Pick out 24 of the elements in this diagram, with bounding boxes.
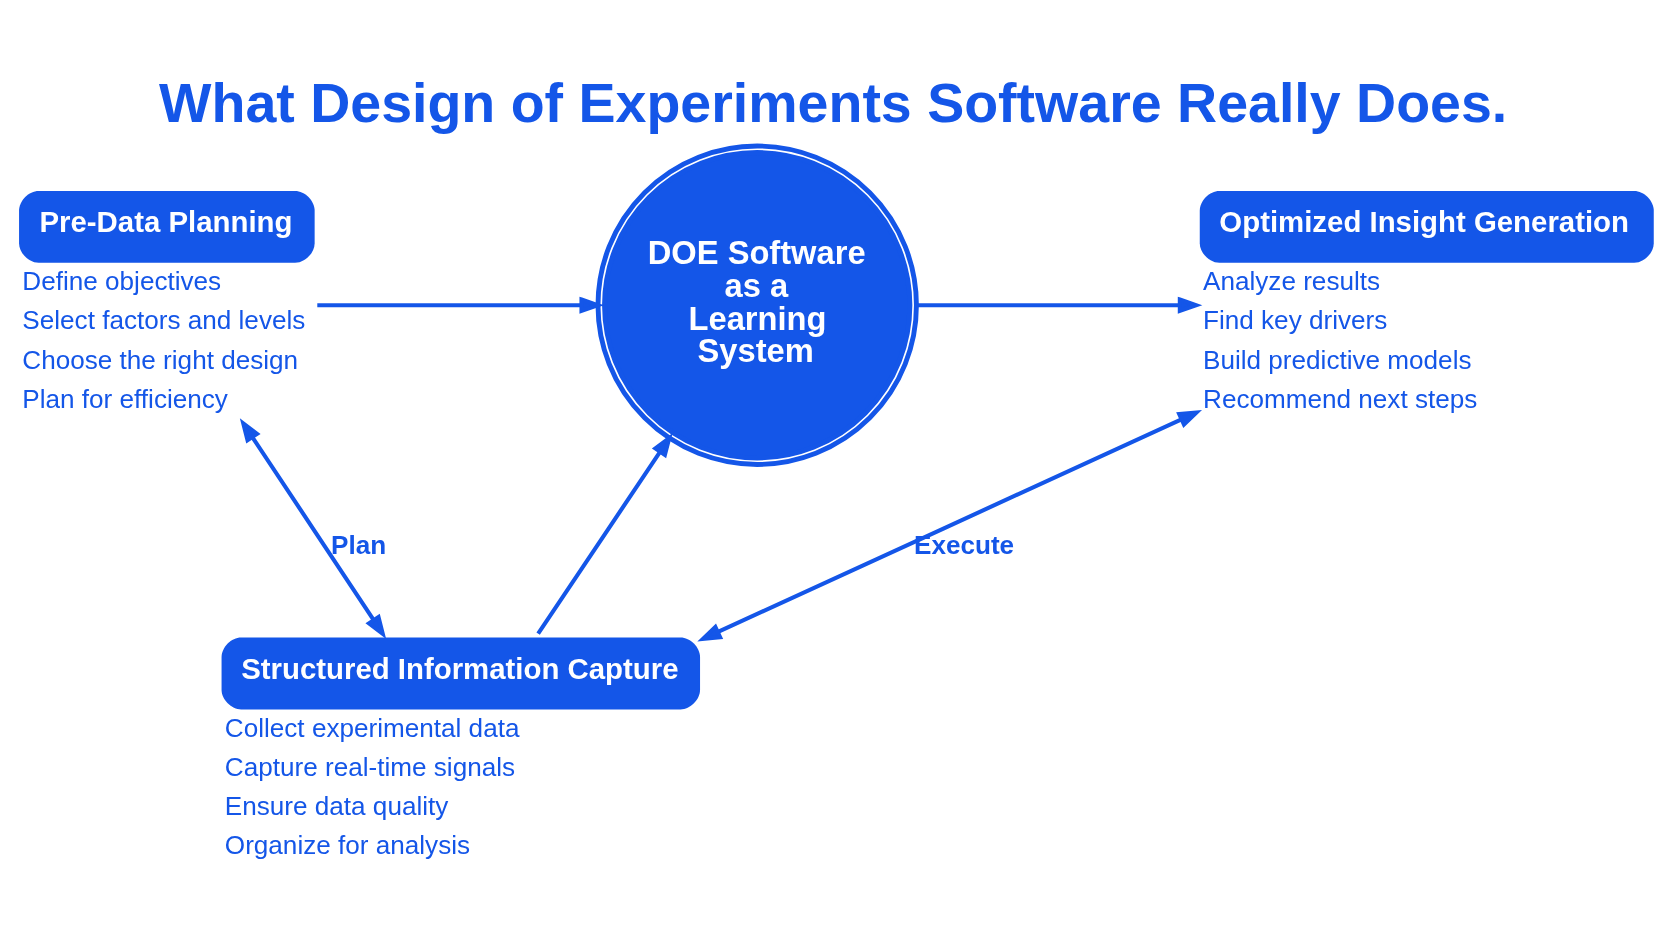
- edge-label: Plan: [330, 529, 387, 560]
- node-label: Analyze results: [1203, 265, 1381, 296]
- node-label: Capture real-time signals: [224, 751, 516, 782]
- node-label: Find key drivers: [1203, 304, 1388, 335]
- edge-label: Execute: [913, 529, 1015, 560]
- diagram-title: What Design of Experiments Software Really Does.: [159, 71, 1508, 134]
- arrow: [697, 409, 1203, 641]
- arrow: [239, 417, 387, 639]
- node-label: Ensure data quality: [224, 790, 449, 821]
- node-label: Define objectives: [22, 265, 222, 296]
- node-label: Recommend next steps: [1203, 383, 1478, 414]
- node-box: Structured Information Capture: [221, 637, 701, 709]
- node-label: Collect experimental data: [224, 712, 520, 743]
- node-box: Optimized Insight Generation: [1199, 190, 1654, 263]
- node-label: Choose the right design: [22, 344, 299, 375]
- node-label: Build predictive models: [1203, 344, 1472, 375]
- node-box: Pre-Data Planning: [19, 190, 315, 263]
- node-label: Plan for efficiency: [22, 383, 228, 414]
- arrow: [317, 296, 604, 314]
- arrow: [916, 296, 1203, 314]
- node-label: Select factors and levels: [22, 304, 306, 335]
- node-circle: DOE Software as a Learning System: [595, 143, 919, 467]
- node-label: Organize for analysis: [224, 829, 471, 860]
- arrow: [536, 432, 673, 635]
